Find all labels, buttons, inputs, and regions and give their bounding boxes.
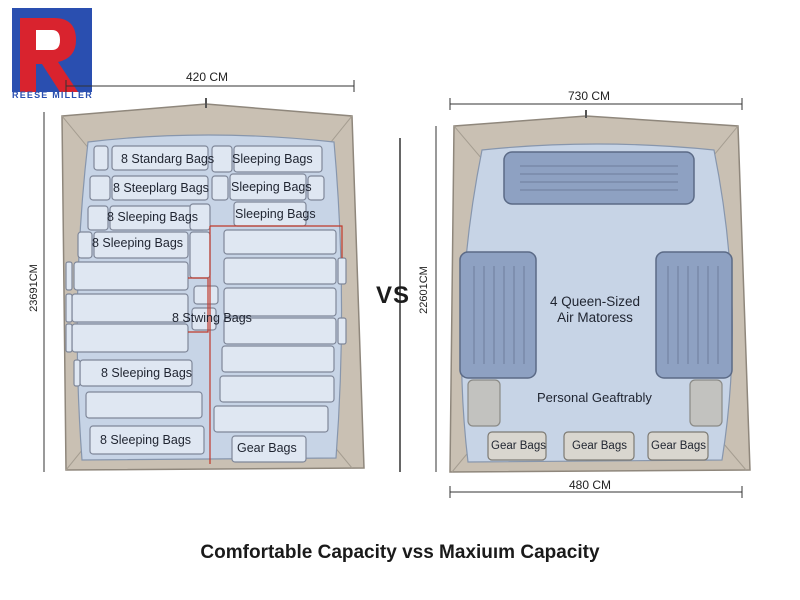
- mattress-label-line2: Air Matoress: [557, 310, 633, 325]
- left-label-standard-bags: 8 Standarg Bags: [121, 152, 215, 166]
- left-label-sleeping-bags-top: Sleeping Bags: [232, 152, 313, 166]
- brand-logo: [12, 8, 92, 92]
- right-top-width-label: 730 CM: [568, 89, 611, 103]
- right-height-label: 22601CM: [418, 266, 430, 314]
- vs-divider-line: [399, 138, 401, 472]
- left-label-sleeping-bags-third: 8 Sleeping Bags: [107, 210, 199, 224]
- left-label-sleeping-bags-fourth: 8 Sleeping Bags: [92, 236, 184, 250]
- caption: Comfortable Capacity vss Maxiuım Capacit…: [200, 542, 600, 563]
- left-label-sleeping-bags-right: Sleeping Bags: [235, 207, 316, 221]
- mattress-right: [655, 251, 733, 379]
- left-label-steeplarg-bags: 8 Steeplarg Bags: [113, 181, 209, 195]
- right-height-dimension-line: [435, 126, 437, 472]
- mattress-left: [459, 251, 537, 379]
- right-tent-diagram: [449, 110, 751, 473]
- vs-label: VS: [376, 282, 411, 309]
- brand-name: REESE MILLER: [12, 90, 93, 100]
- left-height-label: 23691CM: [28, 264, 40, 312]
- right-top-width-dimension-line: [449, 98, 743, 110]
- left-label-sleeping-bags-second: Sleeping Bags: [231, 180, 312, 194]
- left-width-label: 420 CM: [186, 70, 229, 84]
- left-label-stwing-bags: 8 Stwing Bags: [172, 311, 252, 325]
- left-width-dimension-line: [65, 80, 355, 92]
- right-gear-label-3: Gear Bags: [651, 440, 706, 452]
- right-bottom-width-label: 480 CM: [569, 478, 612, 492]
- right-bottom-width-dimension-line: [449, 486, 743, 498]
- left-height-dimension-line: [43, 112, 45, 472]
- left-label-gear-bags: Gear Bags: [237, 441, 297, 455]
- left-label-sleeping-bags-bottom: 8 Sleeping Bags: [100, 433, 192, 447]
- left-label-sleeping-bags-lower: 8 Sleeping Bags: [101, 366, 193, 380]
- mattress-top: [503, 151, 695, 205]
- right-gear-label-1: Gear Bags: [491, 440, 546, 452]
- mattress-label: 4 Queen-Sized Air Matoress: [520, 294, 670, 326]
- left-tent-diagram: [61, 98, 365, 471]
- personal-gear-label: Personal Geaftrably: [537, 390, 652, 405]
- right-gear-label-2: Gear Bags: [572, 440, 627, 452]
- mattress-label-line1: 4 Queen-Sized: [549, 294, 641, 309]
